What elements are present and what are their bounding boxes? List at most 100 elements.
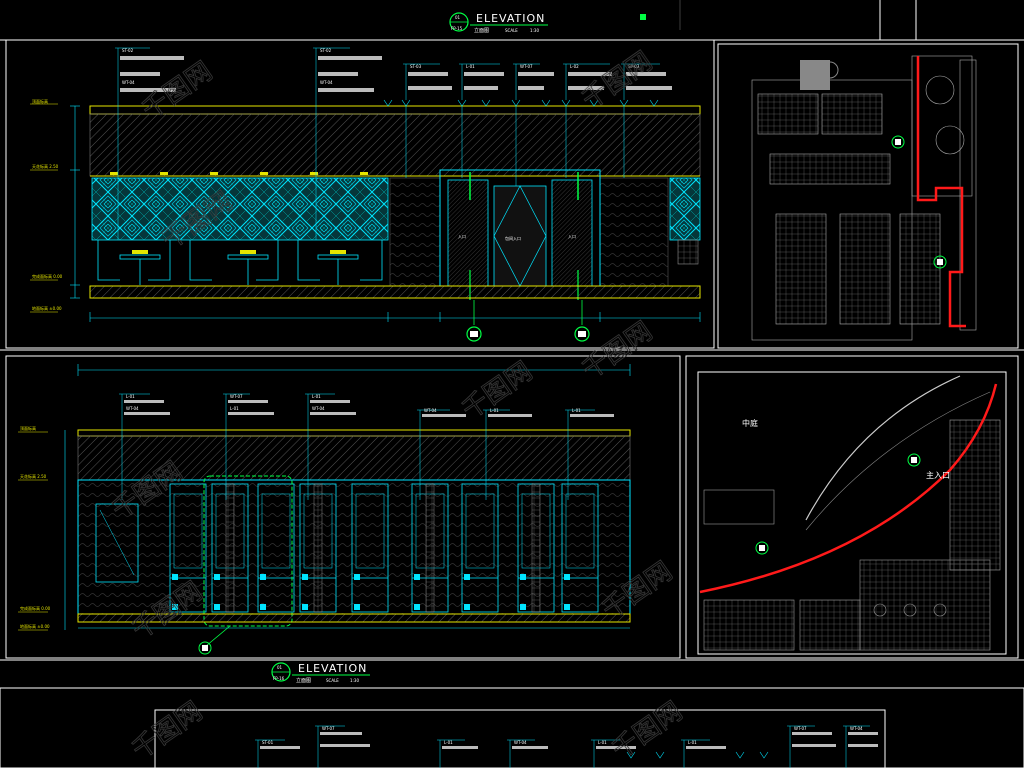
svg-text:地面标高 ±0.00: 地面标高 ±0.00: [32, 305, 62, 311]
plan-marker-b: [933, 255, 947, 269]
wall-panel-inset: [261, 493, 291, 569]
callout-5-code: WT-07: [520, 64, 533, 69]
bottom-callout-3: L-01: [444, 740, 453, 745]
decor-strip: [531, 483, 541, 613]
panel-bolt: [354, 574, 360, 580]
elevation-top-callouts: [115, 47, 660, 240]
bottom-callout-7: WT-07: [794, 726, 807, 731]
decor-strip: [313, 483, 323, 613]
wall-panel: [169, 483, 207, 613]
bottom-scale-value: 1:30: [350, 678, 359, 683]
title-tag-top: 01: [455, 15, 461, 20]
panel-bolt: [414, 574, 420, 580]
mid-callout-1-code2: WT-04: [126, 406, 139, 411]
door-label-right: 入口: [568, 234, 576, 239]
wall-panel-inset: [173, 493, 203, 569]
plan-marker-c: [907, 453, 921, 467]
callout-3-code: ST-03: [410, 64, 422, 69]
panel-bolt: [302, 604, 308, 610]
elevation-bottom-callouts: ST-01 WT-07 L-01 WT-04 L-01 L-01 WT-07 W…: [255, 725, 878, 768]
panel-bolt: [172, 574, 178, 580]
floor-plan-top-right: [751, 55, 977, 341]
callout-1-code2: WT-04: [122, 80, 135, 85]
mid-section-marker: [198, 641, 212, 655]
svg-text:完成面标高 0.00: 完成面标高 0.00: [20, 605, 51, 611]
callout-7-code: SP-03: [628, 64, 640, 69]
callout-6-code: L-02: [570, 64, 579, 69]
svg-text:顶面标高: 顶面标高: [32, 98, 48, 104]
mid-callout-2-code: WT-07: [230, 394, 243, 399]
panel-bolt: [464, 574, 470, 580]
mid-callout-6-code: L-01: [572, 408, 581, 413]
plan-marker-a: [891, 135, 905, 149]
scale-word: SCALE: [505, 28, 518, 33]
bottom-callout-4: WT-04: [514, 740, 527, 745]
door-label-center: 包间入口: [505, 235, 521, 241]
mid-callout-3-code: L-01: [312, 394, 321, 399]
wall-panel: [461, 483, 499, 613]
wall-panel-inset: [565, 493, 595, 569]
panel-bolt: [172, 604, 178, 610]
section-marker-right: [574, 300, 590, 342]
wall-panel-inset: [465, 493, 495, 569]
scale-value: 1:30: [530, 28, 539, 33]
elevation-mid-drawing: 顶面标高 天花标高 2.50 完成面标高 0.00 地面标高 ±0.00: [18, 364, 631, 655]
elevation-title-bottom: 01 FP-16 ELEVATION 立面图 SCALE 1:30: [271, 662, 370, 684]
bottom-title-tag-bottom: FP-16: [273, 676, 285, 681]
mid-callout-4-code: WT-04: [424, 408, 437, 413]
panel-bolt: [260, 574, 266, 580]
plan-label-atrium: 中庭: [742, 418, 758, 428]
wall-panel: [351, 483, 389, 613]
bottom-callout-6: L-01: [688, 740, 697, 745]
title-tag-bottom: FP-15: [451, 26, 463, 31]
floor-plan-bottom-right: 中庭 主入口: [699, 375, 1001, 651]
callout-2-code2: WT-04: [320, 80, 333, 85]
panel-bolt: [214, 604, 220, 610]
plan-marker-d: [755, 541, 769, 555]
bottom-callout-5: L-01: [598, 740, 607, 745]
panel-bolt: [302, 574, 308, 580]
callout-2-code: ST-02: [320, 48, 332, 53]
wall-panel: [257, 483, 295, 613]
bottom-elevation-title: ELEVATION: [298, 662, 367, 675]
bottom-elevation-subtitle: 立面图: [296, 677, 311, 684]
panel-bolt: [564, 604, 570, 610]
decor-strip: [225, 483, 235, 613]
watermark-text: 千图网: [607, 696, 688, 765]
bottom-callout-8: WT-04: [850, 726, 863, 731]
panel-bolt: [354, 604, 360, 610]
panel-bolt: [260, 604, 266, 610]
panel-bolt: [414, 604, 420, 610]
wall-panel: [561, 483, 599, 613]
panel-bolt: [520, 574, 526, 580]
elevation-top-drawing: 顶面标高 天花标高 2.50 完成面标高 0.00 地面标高 ±0.00: [30, 47, 701, 342]
svg-text:完成面标高 0.00: 完成面标高 0.00: [32, 273, 63, 279]
svg-text:顶面标高: 顶面标高: [20, 425, 36, 431]
mid-callout-3-code2: WT-04: [312, 406, 325, 411]
section-marker-left: [466, 300, 482, 342]
door-label-left: 入口: [458, 234, 466, 239]
elevation-subtitle: 立面图: [474, 27, 489, 34]
mid-callout-1-code: L-01: [126, 394, 135, 399]
watermark-text: 千图网: [577, 316, 658, 385]
panel-bolt: [214, 574, 220, 580]
top-edge-marks: [640, 0, 681, 30]
panel-bolt: [464, 604, 470, 610]
watermark-text: 千图网: [127, 696, 208, 765]
bottom-scale-word: SCALE: [326, 678, 339, 683]
mid-callout-5-code: L-01: [490, 408, 499, 413]
svg-text:天花标高 2.50: 天花标高 2.50: [20, 473, 47, 479]
svg-text:天花标高 2.50: 天花标高 2.50: [32, 163, 59, 169]
callout-1-code: ST-02: [122, 48, 134, 53]
svg-text:地面标高 ±0.00: 地面标高 ±0.00: [20, 623, 50, 629]
wall-panel-inset: [355, 493, 385, 569]
watermark-text: 千图网: [577, 46, 658, 115]
mid-wall-panels: [169, 483, 599, 613]
bottom-callout-2: WT-07: [322, 726, 335, 731]
elevation-title: ELEVATION: [476, 12, 545, 25]
decor-strip: [425, 483, 435, 613]
panel-bolt: [564, 574, 570, 580]
panel-bolt: [520, 604, 526, 610]
